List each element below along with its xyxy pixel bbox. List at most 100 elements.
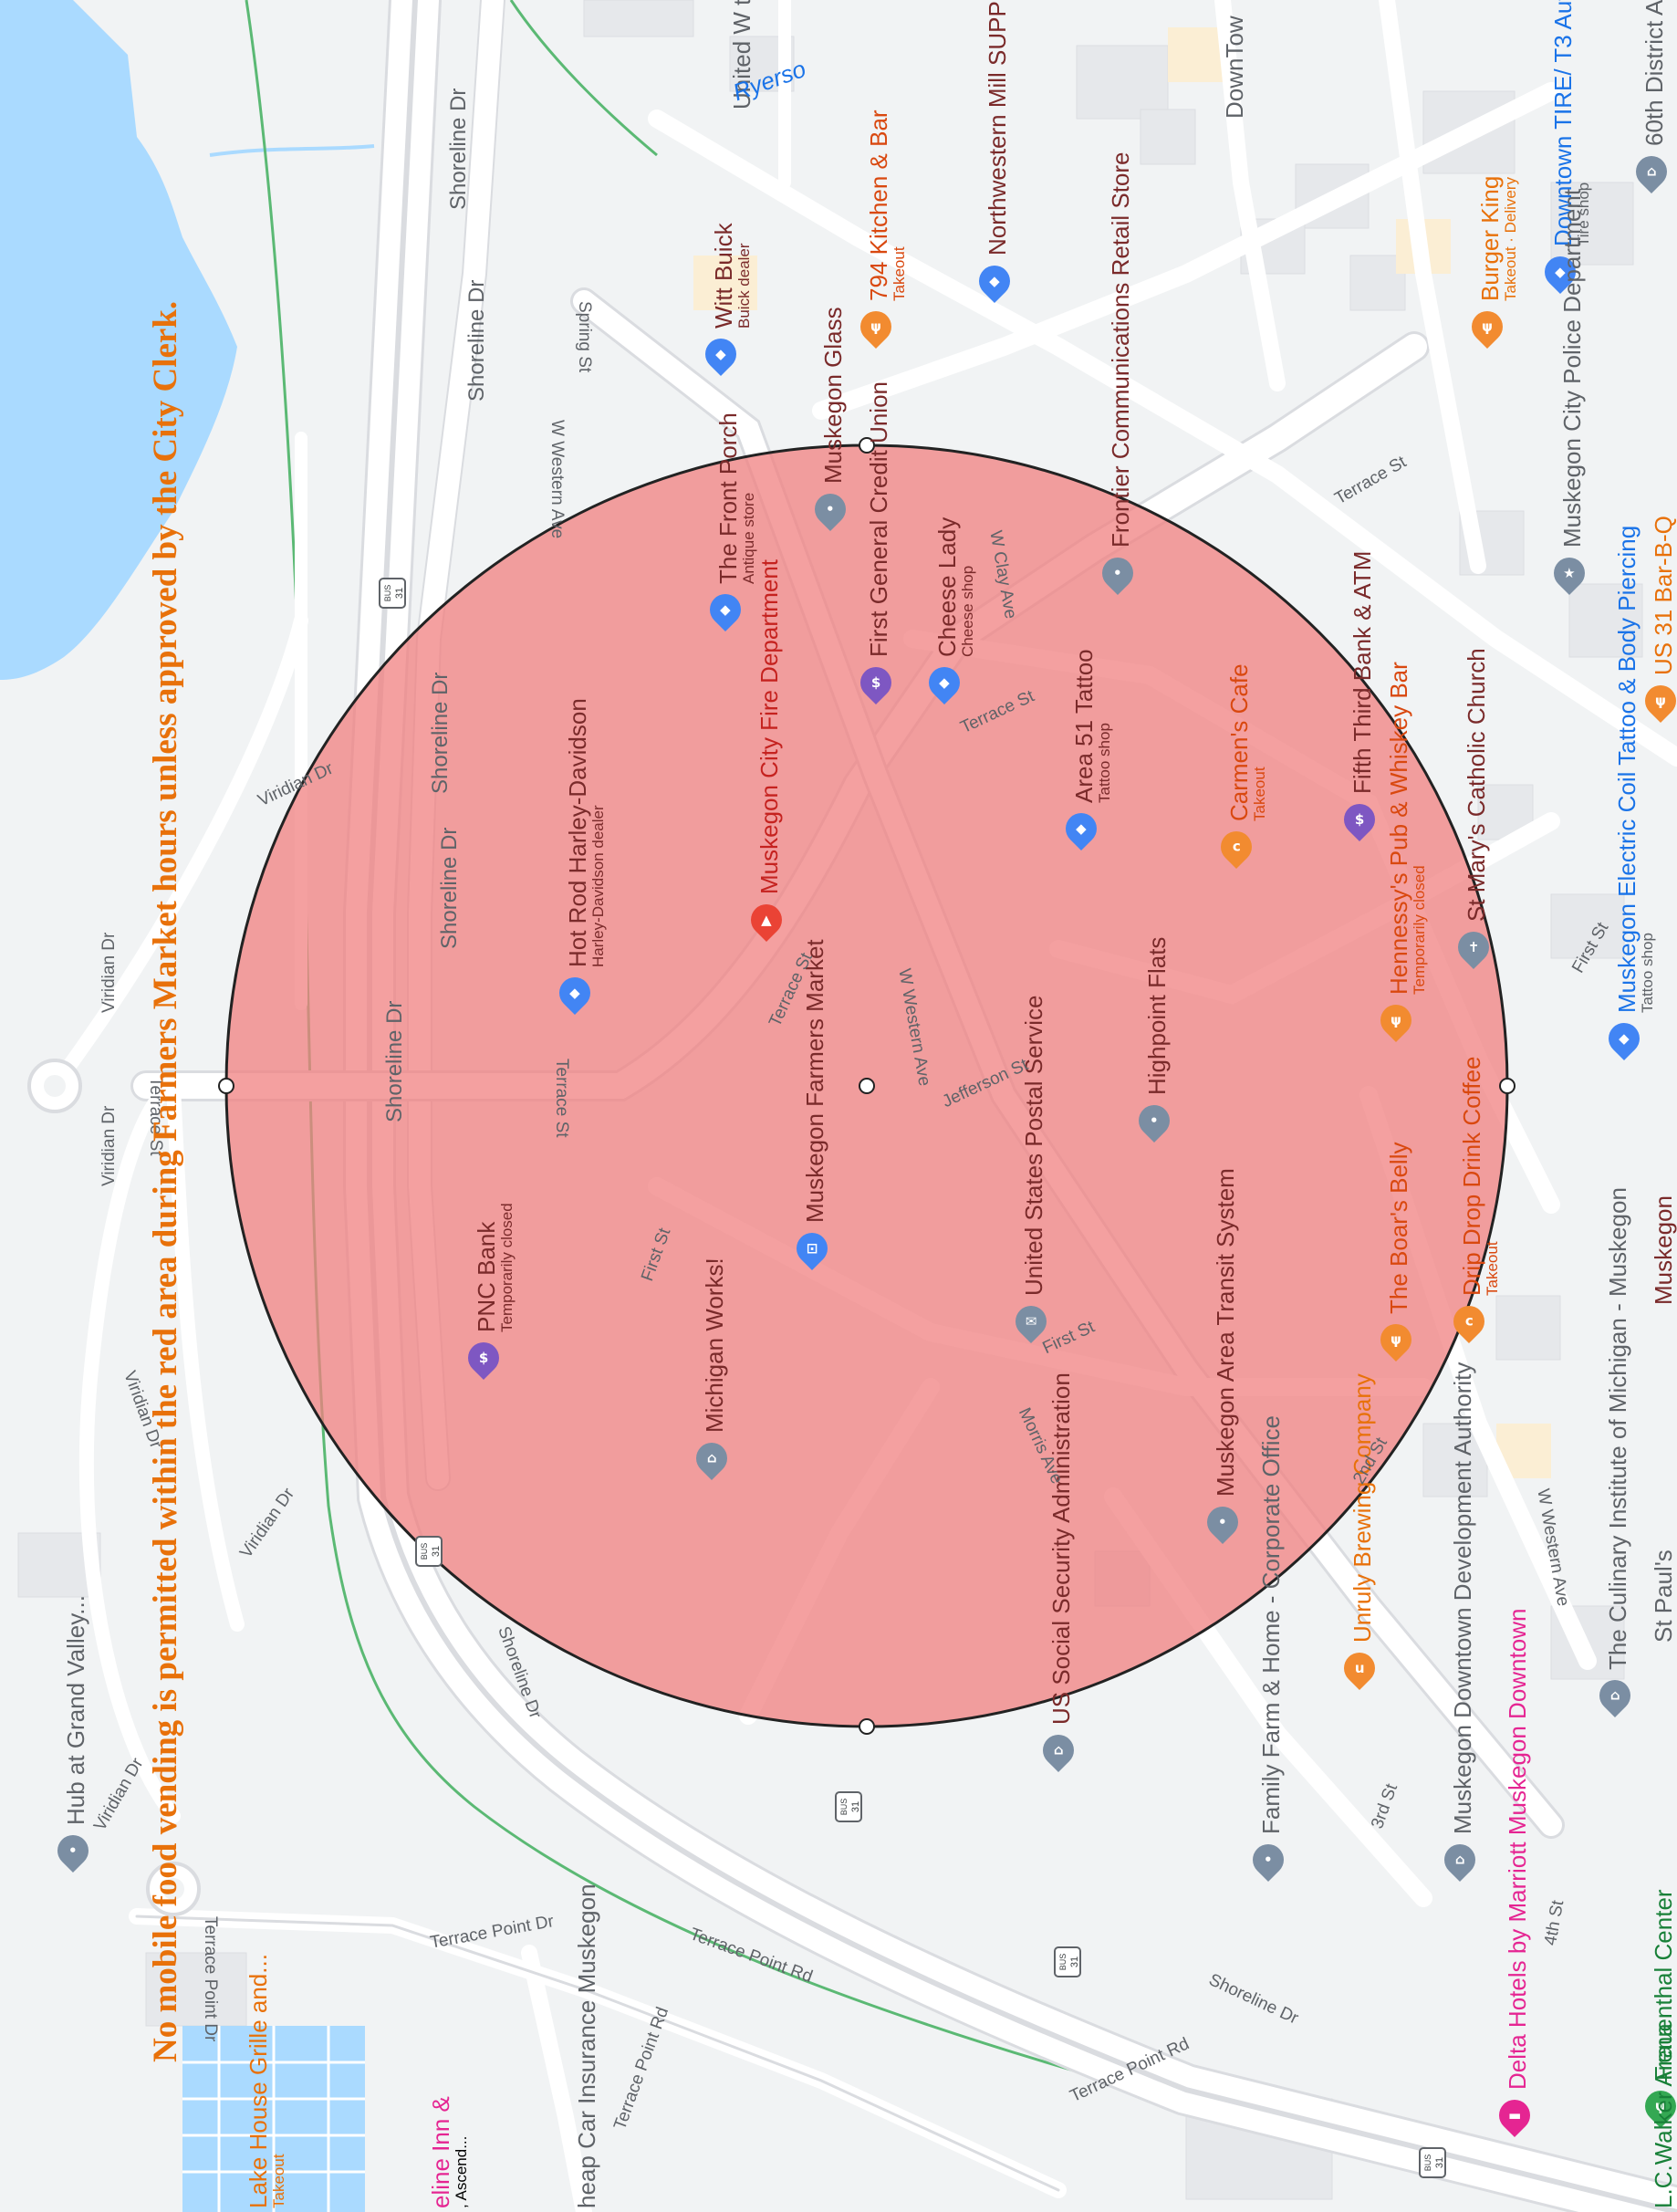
map-place-label[interactable]: Michigan Works! (701, 1257, 728, 1433)
place-name: Muskegon City Police Department (1558, 188, 1586, 548)
map-place-label[interactable]: Northwestern Mill SUPPLY (984, 0, 1011, 256)
place-name: 60th District Administrati (1641, 0, 1668, 146)
place-category: Tattoo shop (1639, 933, 1657, 1013)
place-name: L.C.Walker Arena (1650, 2023, 1677, 2208)
place-name: Muskegon Glass (819, 307, 847, 484)
street-label: Shoreline Dr (437, 827, 462, 949)
place-name: United States Postal Service (1020, 995, 1047, 1297)
map-place-label[interactable]: Muskegon Farmers Market (801, 939, 828, 1223)
map-place-label[interactable]: Muskegon (1650, 1195, 1677, 1305)
map-place-label[interactable]: The Culinary Institute of Michigan - Mus… (1604, 1187, 1631, 1670)
svg-text:31: 31 (394, 588, 405, 599)
map-place-label[interactable]: Frontier Communications Retail Store (1107, 151, 1134, 548)
map-place-label[interactable]: Highpoint Flats (1143, 936, 1171, 1095)
map-place-label[interactable]: Muskegon City Fire Department (755, 558, 783, 894)
svg-text:BUS: BUS (1423, 2155, 1432, 2172)
place-name: Muskegon Downtown Development Authority (1449, 1362, 1476, 1834)
svg-text:31: 31 (850, 1801, 861, 1812)
svg-text:31: 31 (431, 1546, 442, 1557)
street-label: Terrace St (552, 1059, 571, 1138)
place-name: St Paul's (1650, 1549, 1677, 1643)
place-name: Muskegon City Fire Department (755, 558, 783, 894)
svg-text:BUS: BUS (839, 1799, 849, 1816)
zone-handle-top[interactable] (859, 437, 875, 454)
place-name: eline Inn & (427, 2096, 454, 2208)
street-label: W Western Ave (547, 420, 567, 539)
map-place-label[interactable]: Muskegon Electric Coil Tattoo & Body Pie… (1613, 525, 1657, 1013)
map-place-label[interactable]: eline Inn &, Ascend... (427, 2096, 470, 2208)
place-name: Muskegon (1650, 1195, 1677, 1305)
map-place-label[interactable]: Family Farm & Home - Corporate Office (1257, 1415, 1285, 1834)
place-name: Witt Buick (710, 223, 737, 329)
map-place-label[interactable]: Muskegon City Police Department (1558, 188, 1586, 548)
svg-text:BUS: BUS (383, 585, 392, 602)
map-place-label[interactable]: DownTow (1221, 16, 1248, 119)
map-place-label[interactable]: Muskegon Glass (819, 307, 847, 484)
zone-handles[interactable] (218, 437, 1516, 1735)
place-category: Takeout · Delivery (1502, 176, 1520, 301)
place-name: Michigan Works! (701, 1257, 728, 1433)
lake-water (0, 73, 237, 680)
street-label: Viridian Dr (99, 932, 119, 1013)
zone-handle-left[interactable] (218, 1078, 234, 1094)
map-place-label[interactable]: 60th District Administrati (1641, 0, 1668, 146)
zone-handle-center[interactable] (859, 1078, 875, 1094)
zone-handle-right[interactable] (1499, 1078, 1516, 1094)
place-name: Family Farm & Home - Corporate Office (1257, 1415, 1285, 1834)
place-name: Hub at Grand Valley... (62, 1595, 89, 1825)
place-category: Harley-Davidson dealer (589, 805, 608, 967)
place-name: Frontier Communications Retail Store (1107, 151, 1134, 548)
place-name: Delta Hotels by Marriott Muskegon Downto… (1504, 1608, 1531, 2090)
place-name: Highpoint Flats (1143, 936, 1171, 1095)
place-category: Takeout (1251, 767, 1269, 821)
map-place-label[interactable]: Lake House Grille and...Takeout (245, 1954, 288, 2208)
map-place-label[interactable]: St Paul's (1650, 1549, 1677, 1643)
place-category: Cheese shop (959, 565, 977, 657)
place-category: Antique store (740, 492, 758, 584)
map-place-label[interactable]: The Boar's Belly (1385, 1142, 1412, 1315)
map-place-label[interactable]: Muskegon Downtown Development Authority (1449, 1362, 1476, 1834)
map-place-label[interactable]: Muskegon Area Transit System (1212, 1168, 1239, 1497)
vending-restriction-notice: No mobile food vending is permitted with… (147, 300, 184, 2062)
map-place-label[interactable]: First General Credit Union (865, 381, 892, 657)
place-name: Burger King (1476, 175, 1504, 301)
place-category: Takeout (270, 2154, 288, 2208)
place-name: The Culinary Institute of Michigan - Mus… (1604, 1187, 1631, 1670)
place-name: Drip Drop Drink Coffee (1458, 1056, 1485, 1296)
place-name: The Boar's Belly (1385, 1142, 1412, 1315)
place-name: Unruly Brewing Company (1349, 1373, 1376, 1643)
place-name: The Front Porch (714, 412, 742, 584)
street-label: Terrace Point Dr (201, 1916, 220, 2042)
map-place-label[interactable]: heap Car Insurance Muskegon (573, 1883, 600, 2208)
map-place-label[interactable]: Hub at Grand Valley... (62, 1595, 89, 1825)
map-place-label[interactable]: Fifth Third Bank & ATM (1349, 551, 1376, 794)
map-place-label[interactable]: L.C.Walker Arena (1650, 2023, 1677, 2208)
svg-text:31: 31 (1434, 2157, 1445, 2168)
map-place-label[interactable]: Delta Hotels by Marriott Muskegon Downto… (1504, 1608, 1531, 2090)
place-name: Muskegon Electric Coil Tattoo & Body Pie… (1613, 525, 1641, 1013)
building-blocks (17, 0, 1643, 2200)
place-name: Northwestern Mill SUPPLY (984, 0, 1011, 256)
zone-handle-bottom[interactable] (859, 1718, 875, 1735)
map-place-label[interactable]: US Social Security Administration (1047, 1372, 1075, 1725)
place-name: Hennessy's Pub & Whiskey Bar (1385, 662, 1412, 995)
map-place-label[interactable]: Unruly Brewing Company (1349, 1373, 1376, 1643)
map-place-label[interactable]: United States Postal Service (1020, 995, 1047, 1297)
map-place-label[interactable]: St Mary's Catholic Church (1463, 648, 1490, 922)
